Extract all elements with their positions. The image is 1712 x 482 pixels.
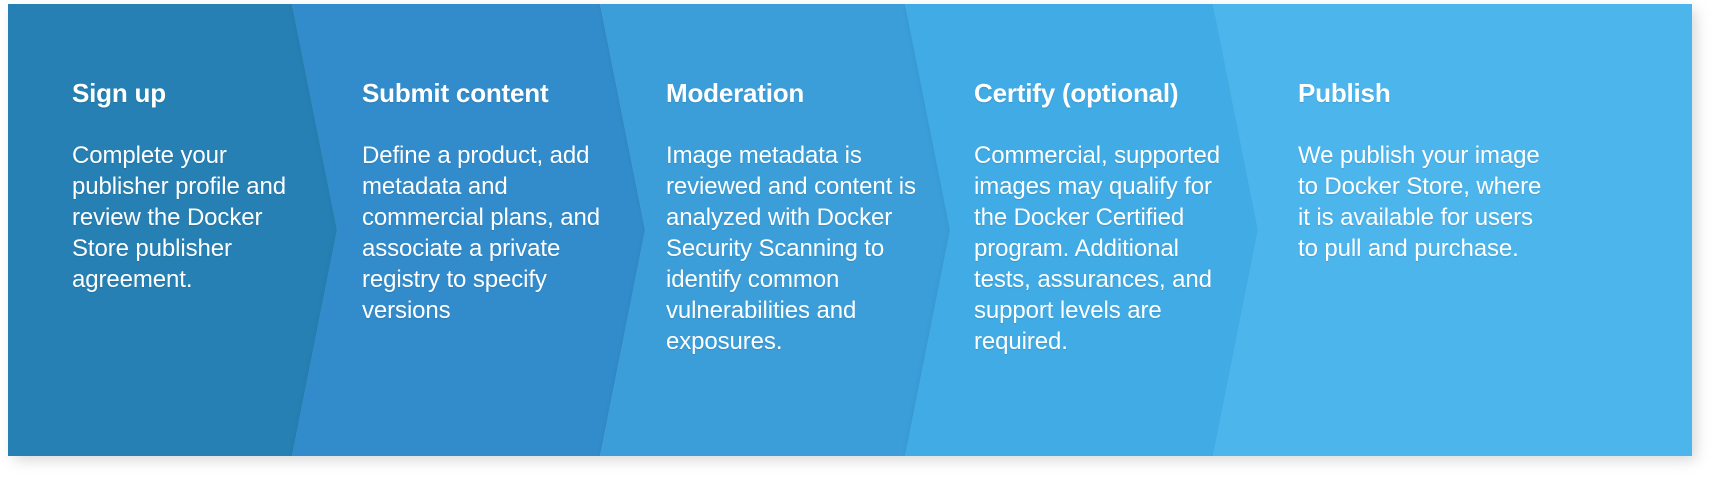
chevron-shape-step-2[interactable] xyxy=(292,4,645,456)
step-2-body: Define a product, add metadata and comme… xyxy=(362,142,601,324)
chevron-band: Sign up Complete your publisher profile … xyxy=(8,4,1692,456)
chevron-shapes xyxy=(8,4,1692,456)
step-4-body: Commercial, supported images may qualify… xyxy=(974,142,1220,355)
step-4-heading: Certify (optional) xyxy=(974,78,1179,108)
step-3-body: Image metadata is reviewed and content i… xyxy=(666,142,916,355)
process-step-5[interactable]: Publish We publish your image to Docker … xyxy=(1298,4,1558,456)
chevron-shape-step-4[interactable] xyxy=(905,4,1258,456)
chevron-shape-step-3[interactable] xyxy=(600,4,950,456)
step-5-heading: Publish xyxy=(1298,78,1391,108)
chevron-shape-step-5[interactable] xyxy=(1213,4,1692,456)
process-step-3[interactable]: Moderation Image metadata is reviewed an… xyxy=(666,4,916,456)
step-5-body: We publish your image to Docker Store, w… xyxy=(1298,142,1542,262)
process-step-4[interactable]: Certify (optional) Commercial, supported… xyxy=(974,4,1234,456)
process-step-2[interactable]: Submit content Define a product, add met… xyxy=(362,4,612,456)
chevron-shape-step-1[interactable] xyxy=(8,4,337,456)
step-1-heading: Sign up xyxy=(72,78,166,108)
chevron-text-layer: Sign up Complete your publisher profile … xyxy=(8,4,1692,456)
step-1-body: Complete your publisher profile and revi… xyxy=(72,142,287,293)
step-3-heading: Moderation xyxy=(666,78,805,108)
step-2-heading: Submit content xyxy=(362,78,549,108)
process-step-1[interactable]: Sign up Complete your publisher profile … xyxy=(72,4,302,456)
